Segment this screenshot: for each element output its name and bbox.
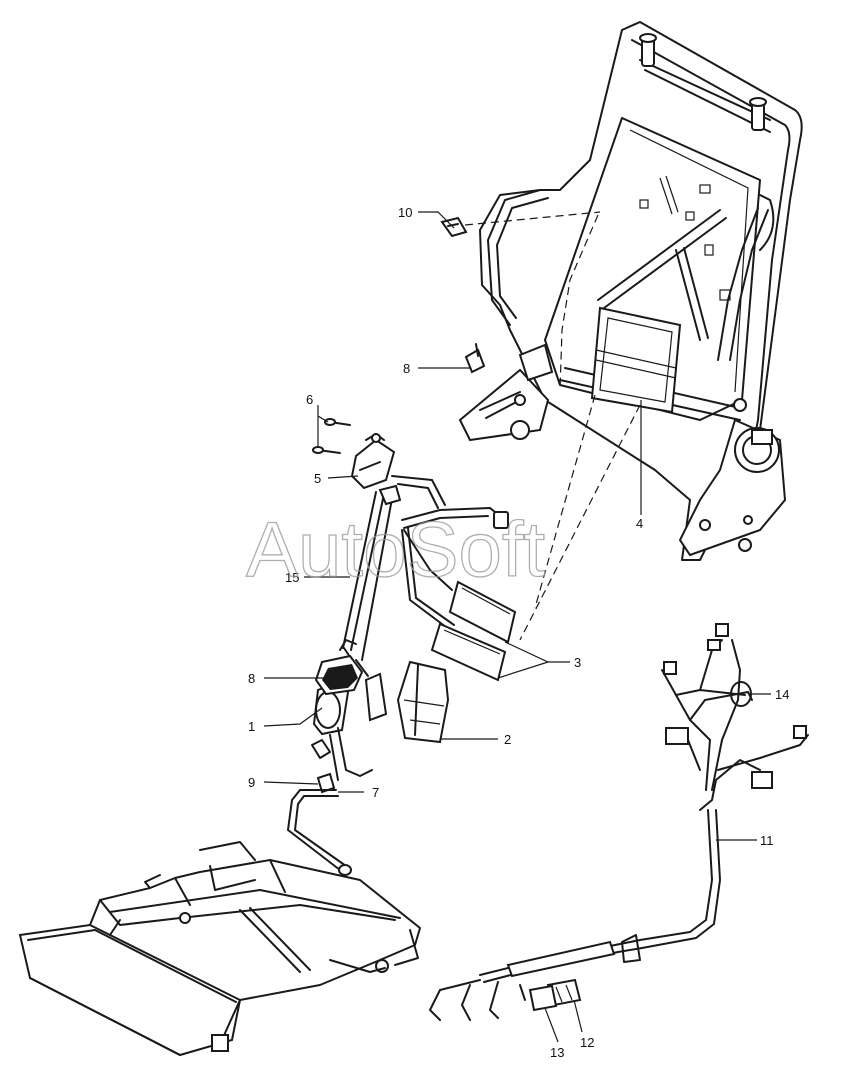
bolster-part-2 xyxy=(396,660,450,744)
seat-cushion-frame xyxy=(18,841,421,1057)
callout-4: 4 xyxy=(636,516,643,531)
callout-11: 11 xyxy=(760,833,774,848)
tube-part-7 xyxy=(287,789,352,876)
clip-part-8-upper xyxy=(464,343,486,374)
lumbar-pads-part-3 xyxy=(430,580,517,682)
callout-2: 2 xyxy=(504,732,511,747)
harness-clip-part-14 xyxy=(730,681,752,707)
callout-1: 1 xyxy=(248,719,255,734)
wire-harness-part-11 xyxy=(429,623,809,1021)
callout-6: 6 xyxy=(306,392,313,407)
callout-3: 3 xyxy=(574,655,581,670)
callout-10: 10 xyxy=(398,205,412,220)
callout-12: 12 xyxy=(580,1035,594,1050)
callout-8-lower: 8 xyxy=(248,671,255,686)
valve-part-8-lower xyxy=(314,639,364,696)
callout-14: 14 xyxy=(775,687,789,702)
callout-labels: 10 8 6 5 15 4 3 8 1 2 9 7 14 11 12 13 xyxy=(248,205,789,1060)
callout-9: 9 xyxy=(248,775,255,790)
callout-7: 7 xyxy=(372,785,379,800)
pump-part-1 xyxy=(311,647,388,781)
connector-part-13 xyxy=(528,984,558,1012)
switch-part-5 xyxy=(350,433,396,490)
assembly-line xyxy=(519,404,641,641)
screws-part-6 xyxy=(312,418,351,454)
assembly-line xyxy=(534,394,596,609)
seat-back-frame xyxy=(458,21,803,561)
watermark: AutoSoft xyxy=(246,505,546,593)
callout-5: 5 xyxy=(314,471,321,486)
callout-13: 13 xyxy=(550,1045,564,1060)
callout-8-upper: 8 xyxy=(403,361,410,376)
clip-part-10 xyxy=(440,216,468,238)
air-hose-part-15 xyxy=(342,475,509,661)
callout-15: 15 xyxy=(285,570,299,585)
leader-lines xyxy=(263,211,771,1043)
connector-part-9 xyxy=(316,772,336,794)
